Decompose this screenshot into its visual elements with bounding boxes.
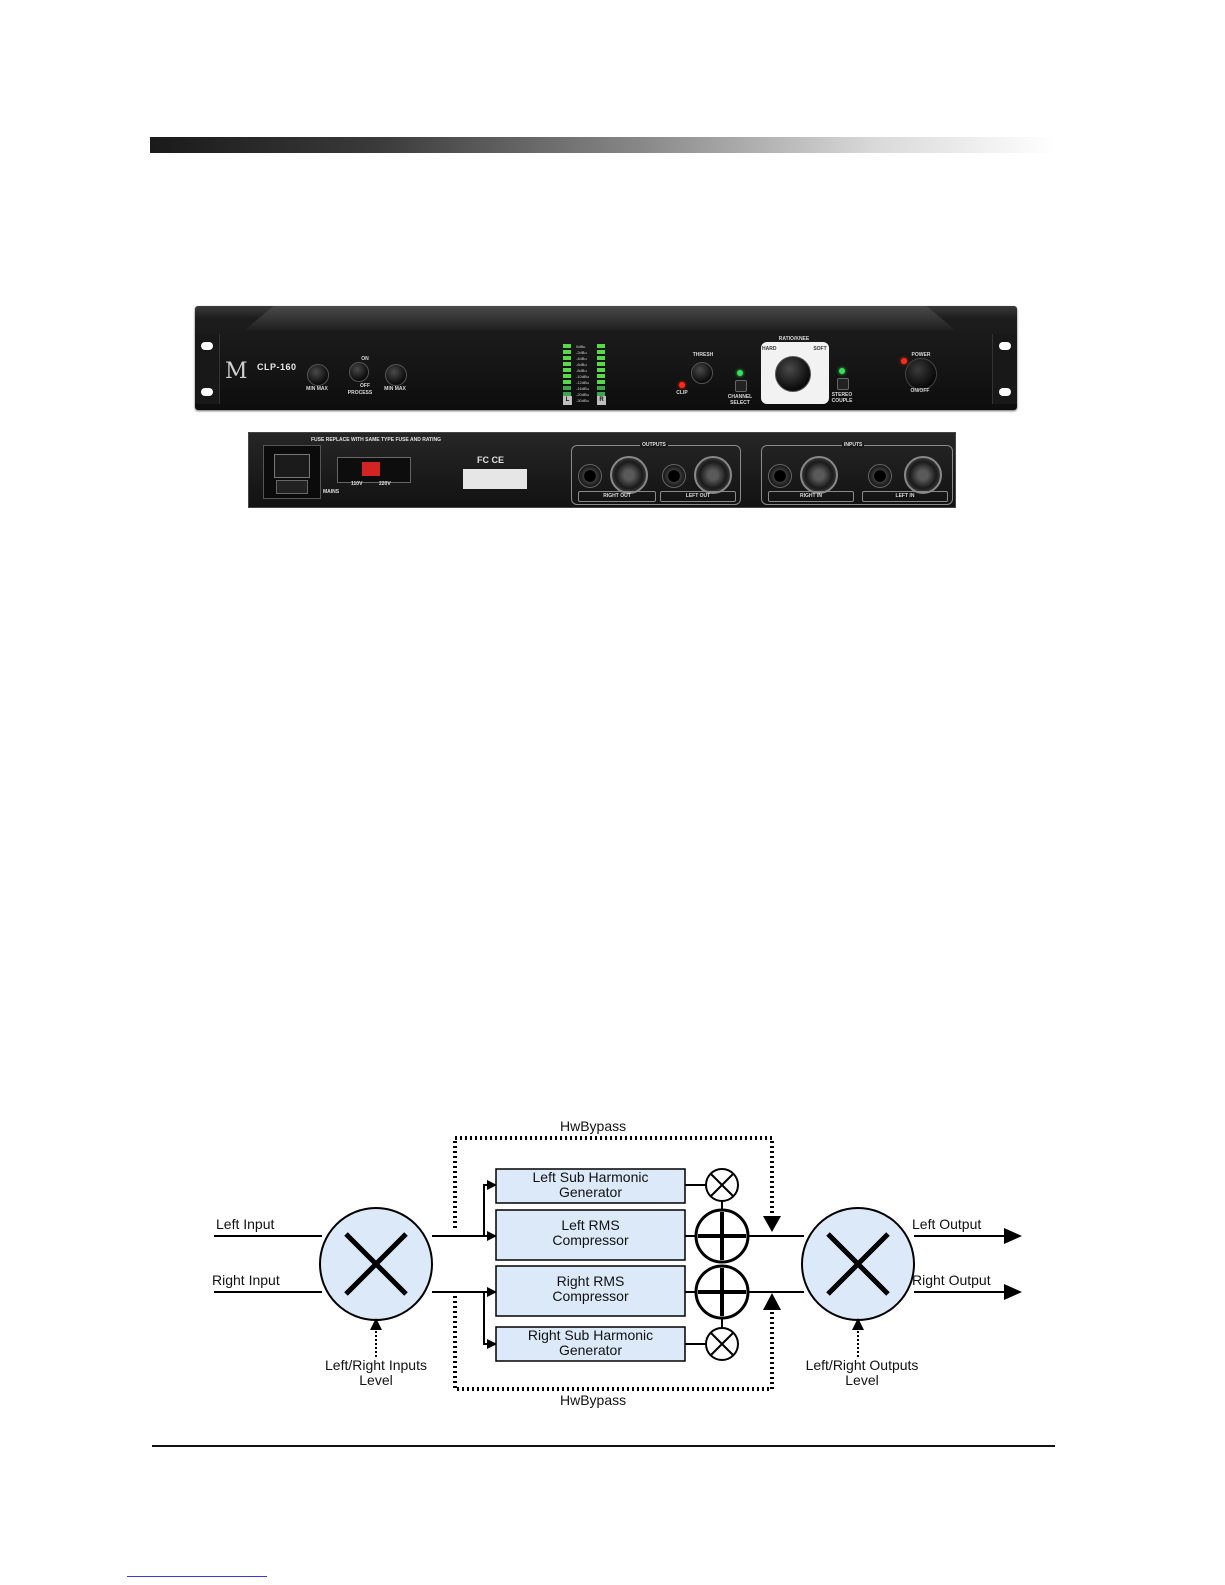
input-mixer-cross-b	[344, 1232, 408, 1296]
meter-scale: 0dBu-2dBu-4dBu -6dBu-8dBu-10dBu -12dBu-1…	[576, 344, 589, 403]
footer-link-underline[interactable]	[127, 1576, 267, 1577]
right-in-caption: RIGHT IN	[768, 491, 854, 502]
channel-select-button	[735, 380, 747, 392]
voltage-selector	[337, 457, 411, 483]
outputs-group: OUTPUTS RIGHT OUT LEFT OUT	[571, 442, 741, 505]
header-gradient-bar	[150, 137, 1055, 153]
output-level-knob	[385, 364, 407, 386]
left-output-label: Left Output	[912, 1216, 982, 1232]
hw-bypass-bottom-arrow	[763, 1293, 781, 1310]
power-onoff-label: ON/OFF	[910, 388, 930, 394]
left-in-caption: LEFT IN	[862, 491, 948, 502]
output-max-label: MAX	[394, 386, 406, 392]
footer-rule	[152, 1445, 1055, 1447]
hw-bypass-top-arrow	[763, 1216, 781, 1232]
rear-panel-photo: FUSE REPLACE WITH SAME TYPE FUSE AND RAT…	[248, 432, 956, 508]
input-level-caption: MIN MAX	[299, 386, 335, 392]
ratio-knee-knob	[775, 356, 811, 392]
rack-ear-left	[195, 334, 220, 404]
right-out-jack	[578, 464, 602, 488]
stereo-couple-button	[837, 378, 849, 390]
right-sub-branch	[483, 1292, 497, 1349]
threshold-knob	[691, 362, 713, 384]
right-multiply-cross-b	[710, 1332, 734, 1356]
process-button	[349, 362, 369, 382]
left-out-caption: LEFT OUT	[660, 491, 736, 502]
right-out-caption: RIGHT OUT	[578, 491, 656, 502]
hw-bypass-bottom-label: HwBypass	[560, 1392, 627, 1408]
stereo-couple-caption: STEREO COUPLE	[831, 392, 853, 404]
threshold-caption: THRESH	[692, 352, 714, 358]
hw-bypass-top-label: HwBypass	[560, 1118, 627, 1134]
right-input-label: Right Input	[212, 1272, 280, 1288]
inputs-level-arrowhead	[370, 1318, 382, 1330]
fuse-note: FUSE REPLACE WITH SAME TYPE FUSE AND RAT…	[311, 437, 442, 443]
right-output-label: Right Output	[912, 1272, 991, 1288]
clip-label: CLIP	[676, 390, 688, 396]
output-level-caption: MIN MAX	[377, 386, 413, 392]
ratio-hard-label: HARD	[762, 346, 777, 352]
right-sub-harmonic-block	[495, 1326, 686, 1362]
process-caption: PROCESS	[347, 390, 373, 396]
ratio-knee-caption: RATIO/KNEE	[778, 336, 810, 342]
left-rms-compressor-text: Left RMS Compressor	[552, 1217, 629, 1248]
hw-bypass-bottom-path	[453, 1296, 774, 1391]
voltage-110-label: 110V	[351, 481, 363, 487]
right-sub-harmonic-text: Right Sub Harmonic Generator	[527, 1327, 654, 1358]
iec-power-inlet	[263, 445, 321, 499]
input-level-knob	[307, 364, 329, 386]
left-sub-harmonic-text: Left Sub Harmonic Generator	[532, 1169, 649, 1200]
left-in-xlr	[904, 456, 942, 494]
rack-ear-right	[992, 334, 1017, 404]
inputs-level-label: Left/Right Inputs Level	[325, 1357, 427, 1388]
hw-bypass-top-path	[453, 1136, 774, 1228]
power-led	[901, 358, 907, 364]
left-out-xlr	[694, 456, 732, 494]
process-off-label: OFF	[360, 383, 370, 389]
right-rms-compressor-text: Right RMS Compressor	[552, 1273, 629, 1304]
output-mixer-cross-b	[826, 1232, 890, 1296]
output-min-label: MIN	[384, 386, 394, 392]
brand-logo: M	[225, 359, 248, 384]
left-out-jack	[662, 464, 686, 488]
warning-label	[463, 469, 527, 489]
left-in-jack	[868, 464, 892, 488]
meter-left-tag: L	[563, 396, 572, 405]
front-panel-photo: M CLP-160 MIN MAX ON OFF PROCESS MIN MAX…	[195, 306, 1017, 410]
ratio-soft-label: SOFT	[813, 346, 827, 352]
inputs-title: INPUTS	[842, 442, 865, 448]
left-sub-branch	[483, 1180, 497, 1236]
right-in-xlr	[800, 456, 838, 494]
process-on-label: ON	[361, 356, 369, 362]
channel-select-caption: CHANNEL SELECT	[727, 394, 753, 406]
voltage-220-label: 220V	[379, 481, 391, 487]
right-out-xlr	[610, 456, 648, 494]
chassis-top	[245, 306, 955, 330]
input-min-label: MIN	[306, 386, 316, 392]
outputs-title: OUTPUTS	[640, 442, 668, 448]
left-rms-compressor-block	[495, 1209, 686, 1261]
right-in-jack	[768, 464, 792, 488]
outputs-level-arrowhead	[852, 1318, 864, 1330]
left-sub-harmonic-block	[495, 1168, 686, 1204]
clip-led	[679, 382, 685, 388]
right-rms-compressor-block	[495, 1265, 686, 1317]
power-switch	[905, 358, 937, 390]
model-label: CLP-160	[257, 362, 297, 372]
cert-marks: FC CE	[477, 455, 504, 465]
outputs-level-label: Left/Right Outputs Level	[805, 1357, 919, 1388]
channel-led	[737, 370, 743, 376]
meter-right-tag: R	[597, 396, 606, 405]
power-caption: POWER	[911, 352, 931, 358]
left-multiply-cross-b	[710, 1173, 734, 1197]
inputs-group: INPUTS RIGHT IN LEFT IN	[761, 442, 953, 505]
left-input-label: Left Input	[216, 1216, 275, 1232]
mains-label: MAINS	[323, 489, 340, 495]
input-max-label: MAX	[316, 386, 328, 392]
stereo-led	[839, 368, 845, 374]
